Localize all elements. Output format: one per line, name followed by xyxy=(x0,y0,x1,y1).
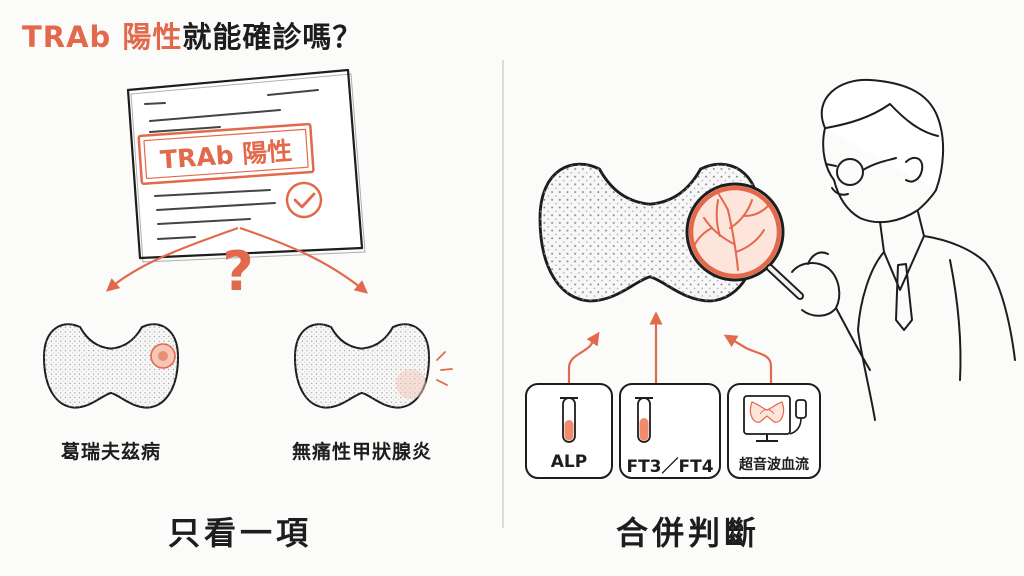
lab-report-icon: TRAb 陽性 xyxy=(126,68,366,263)
label-painless-thyroiditis: 無痛性甲狀腺炎 xyxy=(291,441,433,463)
arrow-left xyxy=(106,226,239,292)
label-graves-disease: 葛瑞夫茲病 xyxy=(60,441,162,463)
test-label-ft: FT3／FT4 xyxy=(626,457,714,477)
title-rest: 就能確診嗎？ xyxy=(182,20,363,54)
blood-vessels xyxy=(693,189,769,271)
magnifier-icon xyxy=(685,182,804,300)
test-label-ultrasound: 超音波血流 xyxy=(739,457,809,473)
input-arrows xyxy=(567,311,773,384)
page-title: TRAb 陽性就能確診嗎？ xyxy=(22,14,362,56)
inflammation-marker xyxy=(396,369,426,399)
test-box-ultrasound xyxy=(727,383,821,479)
test-label-alp: ALP xyxy=(550,452,588,472)
arrow-right xyxy=(239,226,369,294)
caption-combined-judgement: 合併判斷 xyxy=(615,514,761,552)
test-box-ft xyxy=(619,383,721,479)
question-mark: ? xyxy=(222,240,253,303)
pain-lines xyxy=(436,351,453,386)
check-circle-icon xyxy=(285,181,323,219)
check-icon xyxy=(293,192,316,209)
doctor-illustration xyxy=(791,78,1016,421)
caption-single-test: 只看一項 xyxy=(167,514,313,552)
title-highlight: TRAb 陽性 xyxy=(22,20,183,54)
test-box-alp xyxy=(525,383,613,479)
